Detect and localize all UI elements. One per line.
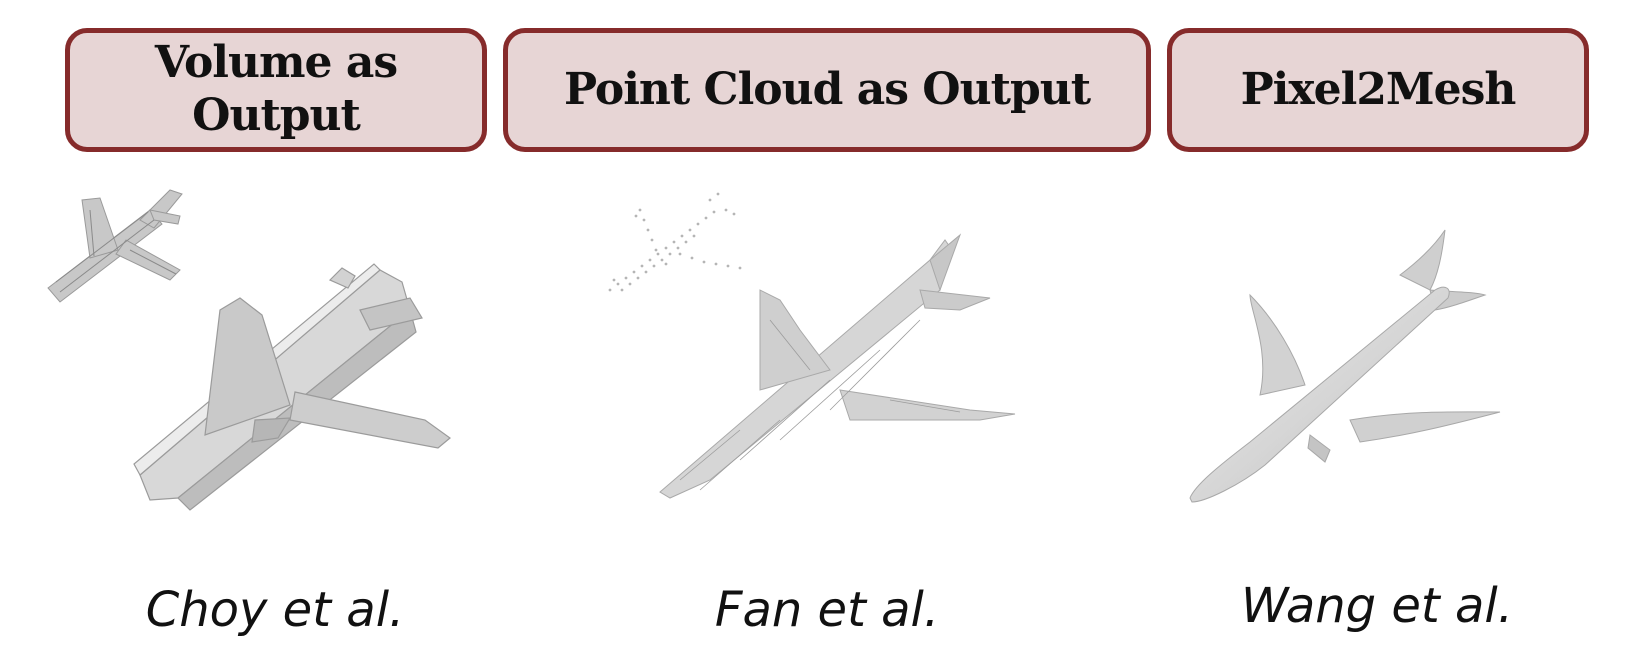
wang-mesh-airplane bbox=[1189, 229, 1501, 503]
fan-mesh-airplane bbox=[659, 233, 1016, 499]
caption-fan: Fan et al. bbox=[714, 582, 940, 638]
header-point-cloud-label: Point Cloud as Output bbox=[563, 63, 1091, 115]
pixel2mesh-airplane-figure bbox=[1189, 229, 1501, 503]
header-point-cloud-as-output: Point Cloud as Output bbox=[503, 28, 1151, 152]
point-cloud-airplane-figure bbox=[608, 192, 1016, 499]
header-volume-line-2: Output bbox=[192, 90, 361, 141]
header-pixel2mesh: Pixel2Mesh bbox=[1167, 28, 1589, 152]
header-volume-as-output: Volume as Output bbox=[65, 28, 487, 152]
point-cloud-inset bbox=[608, 192, 742, 292]
header-pixel2mesh-label: Pixel2Mesh bbox=[1240, 63, 1517, 115]
caption-choy: Choy et al. bbox=[145, 582, 405, 638]
voxel-airplane-main bbox=[133, 263, 451, 511]
voxel-airplane-figure bbox=[47, 189, 451, 511]
voxel-airplane-inset bbox=[47, 189, 183, 303]
header-volume-line-1: Volume as bbox=[154, 37, 398, 89]
caption-wang: Wang et al. bbox=[1240, 578, 1513, 634]
